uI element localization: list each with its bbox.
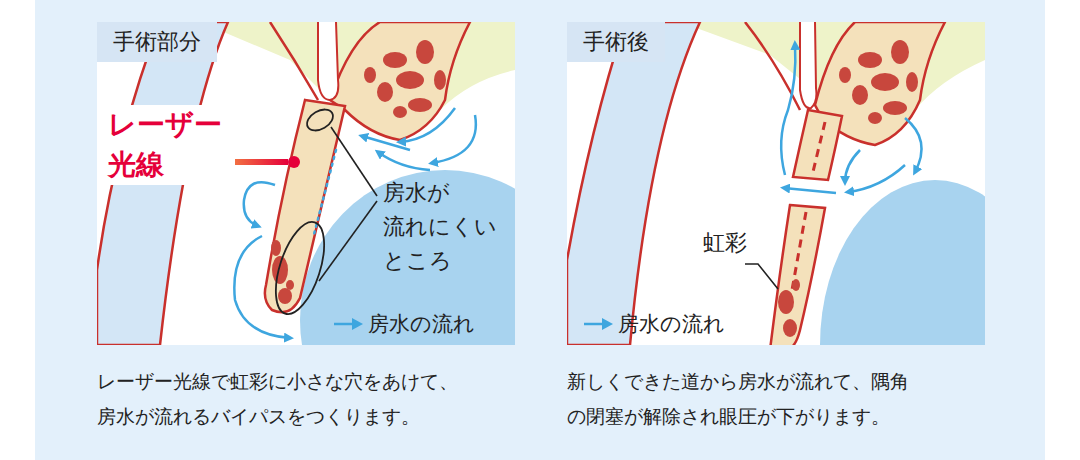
legend-arrow (583, 317, 615, 331)
callout-label: 房水が 流れにくい ところ (383, 176, 511, 278)
laser-label: レーザー 光線 (106, 105, 235, 185)
callout-label-text: 房水が 流れにくい ところ (383, 176, 511, 278)
part-label: 虹彩 (703, 230, 756, 256)
heading-text: 手術後 (583, 27, 649, 57)
legend-text: 房水の流れ (618, 309, 725, 339)
before-surgery-eye (97, 22, 515, 345)
legend-text: 房水の流れ (368, 309, 475, 339)
panel-heading: 手術後 (567, 22, 665, 62)
caption-text: レーザー光線で虹彩に小さな穴をあけて、房水が流れるバイパスをつくります。 (97, 364, 466, 434)
laser-label-text: レーザー 光線 (106, 105, 235, 185)
caption-text: 新しくできた道から房水が流れて、隅角の閉塞が解除され眼圧が下がります。 (567, 364, 917, 434)
caption-text-text: レーザー光線で虹彩に小さな穴をあけて、房水が流れるバイパスをつくります。 (97, 364, 466, 434)
panel-heading: 手術部分 (97, 22, 217, 62)
heading-text: 手術部分 (113, 27, 201, 57)
after-surgery-eye (567, 22, 985, 345)
part-label-text: 虹彩 (703, 230, 756, 256)
caption-text-text: 新しくできた道から房水が流れて、隅角の閉塞が解除され眼圧が下がります。 (567, 364, 917, 434)
legend-arrow (333, 317, 365, 331)
